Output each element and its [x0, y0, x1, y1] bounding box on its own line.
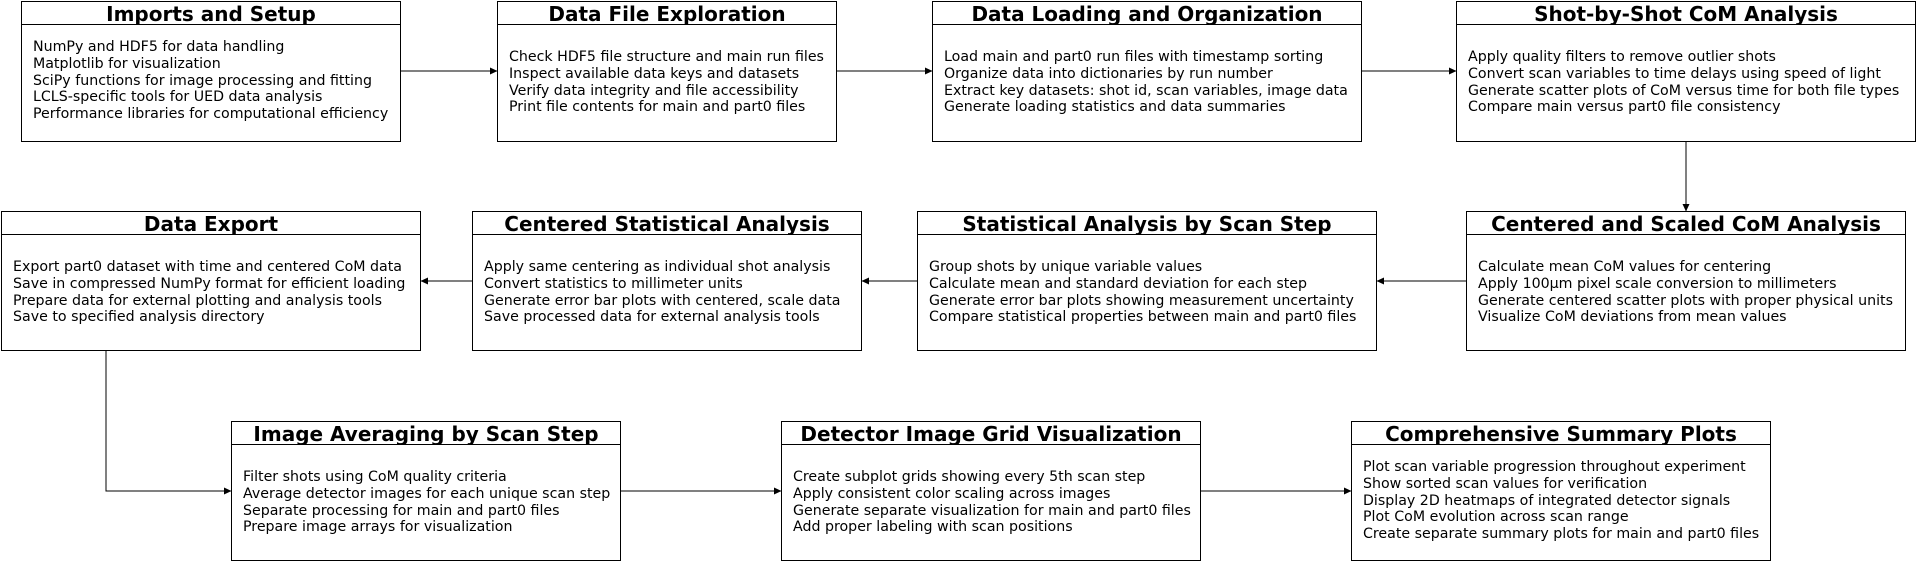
step-title: Data File Exploration — [498, 2, 836, 25]
step-description-line: Average detector images for each unique … — [243, 485, 611, 502]
step-description-line: Verify data integrity and file accessibi… — [509, 82, 799, 99]
step-description: Apply same centering as individual shot … — [484, 259, 857, 326]
step-description-line: Show sorted scan values for verification — [1363, 475, 1648, 492]
step-description: Create subplot grids showing every 5th s… — [793, 469, 1196, 536]
step-description-line: Plot CoM evolution across scan range — [1363, 509, 1629, 526]
step-description-line: Generate loading statistics and data sum… — [944, 99, 1286, 116]
step-description-line: Convert statistics to millimeter units — [484, 275, 743, 292]
step-description-line: Organize data into dictionaries by run n… — [944, 65, 1273, 82]
step-description-line: Generate error bar plots with centered, … — [484, 292, 841, 309]
arrow-data-export-to-image-averaging-by-scan-step — [105, 351, 232, 495]
step-description-line: Compare main versus part0 file consisten… — [1468, 99, 1781, 116]
step-description-line: Load main and part0 run files with times… — [944, 49, 1324, 65]
step-description-line: Performance libraries for computational … — [33, 106, 389, 123]
step-description-line: Separate processing for main and part0 f… — [243, 502, 560, 519]
step-description-line: Check HDF5 file structure and main run f… — [509, 49, 824, 65]
step-description-line: Apply quality filters to remove outlier … — [1468, 49, 1776, 65]
step-description-line: Generate scatter plots of CoM versus tim… — [1468, 82, 1900, 99]
step-title: Centered Statistical Analysis — [473, 212, 861, 235]
step-description-line: Save in compressed NumPy format for effi… — [13, 275, 406, 292]
step-description: Load main and part0 run files with times… — [944, 49, 1357, 116]
step-description-line: Prepare data for external plotting and a… — [13, 292, 382, 309]
step-description: Export part0 dataset with time and cente… — [13, 259, 416, 326]
step-description-line: Calculate mean CoM values for centering — [1478, 259, 1772, 275]
step-description-line: Prepare image arrays for visualization — [243, 519, 513, 536]
step-description: Plot scan variable progression throughou… — [1363, 459, 1766, 543]
step-description-line: Filter shots using CoM quality criteria — [243, 469, 507, 485]
step-title: Statistical Analysis by Scan Step — [918, 212, 1376, 235]
step-description-line: Convert scan variables to time delays us… — [1468, 65, 1881, 82]
step-description-line: Extract key datasets: shot id, scan vari… — [944, 82, 1348, 99]
step-description-line: Apply same centering as individual shot … — [484, 259, 831, 275]
step-title: Data Loading and Organization — [933, 2, 1361, 25]
step-description-line: NumPy and HDF5 for data handling — [33, 39, 285, 55]
step-title: Comprehensive Summary Plots — [1352, 422, 1770, 445]
step-description-line: Save processed data for external analysi… — [484, 309, 820, 326]
step-description-line: Add proper labeling with scan positions — [793, 519, 1073, 536]
step-description-line: Generate centered scatter plots with pro… — [1478, 292, 1893, 309]
step-description-line: Create subplot grids showing every 5th s… — [793, 469, 1146, 485]
step-description-line: Compare statistical properties between m… — [929, 309, 1357, 326]
step-description-line: Display 2D heatmaps of integrated detect… — [1363, 492, 1731, 509]
step-description-line: Group shots by unique variable values — [929, 259, 1203, 275]
step-description-line: LCLS-specific tools for UED data analysi… — [33, 89, 323, 106]
step-description-line: Matplotlib for visualization — [33, 55, 221, 72]
step-description-line: SciPy functions for image processing and… — [33, 72, 372, 89]
step-description-line: Apply 100μm pixel scale conversion to mi… — [1478, 275, 1837, 292]
step-description-line: Visualize CoM deviations from mean value… — [1478, 309, 1787, 326]
step-title: Imports and Setup — [22, 2, 400, 25]
step-description-line: Print file contents for main and part0 f… — [509, 99, 806, 116]
step-description: Check HDF5 file structure and main run f… — [509, 49, 832, 116]
step-description-line: Generate error bar plots showing measure… — [929, 292, 1354, 309]
step-description-line: Generate separate visualization for main… — [793, 502, 1191, 519]
step-title: Image Averaging by Scan Step — [232, 422, 620, 445]
step-title: Shot-by-Shot CoM Analysis — [1457, 2, 1915, 25]
step-description-line: Save to specified analysis directory — [13, 309, 265, 326]
step-description: Apply quality filters to remove outlier … — [1468, 49, 1911, 116]
step-description-line: Export part0 dataset with time and cente… — [13, 259, 402, 275]
step-description-line: Plot scan variable progression throughou… — [1363, 459, 1746, 475]
step-description-line: Inspect available data keys and datasets — [509, 65, 800, 82]
step-title: Detector Image Grid Visualization — [782, 422, 1200, 445]
step-description-line: Calculate mean and standard deviation fo… — [929, 275, 1308, 292]
step-title: Data Export — [2, 212, 420, 235]
step-description-line: Apply consistent color scaling across im… — [793, 485, 1111, 502]
step-description-line: Create separate summary plots for main a… — [1363, 526, 1760, 543]
step-title: Centered and Scaled CoM Analysis — [1467, 212, 1905, 235]
